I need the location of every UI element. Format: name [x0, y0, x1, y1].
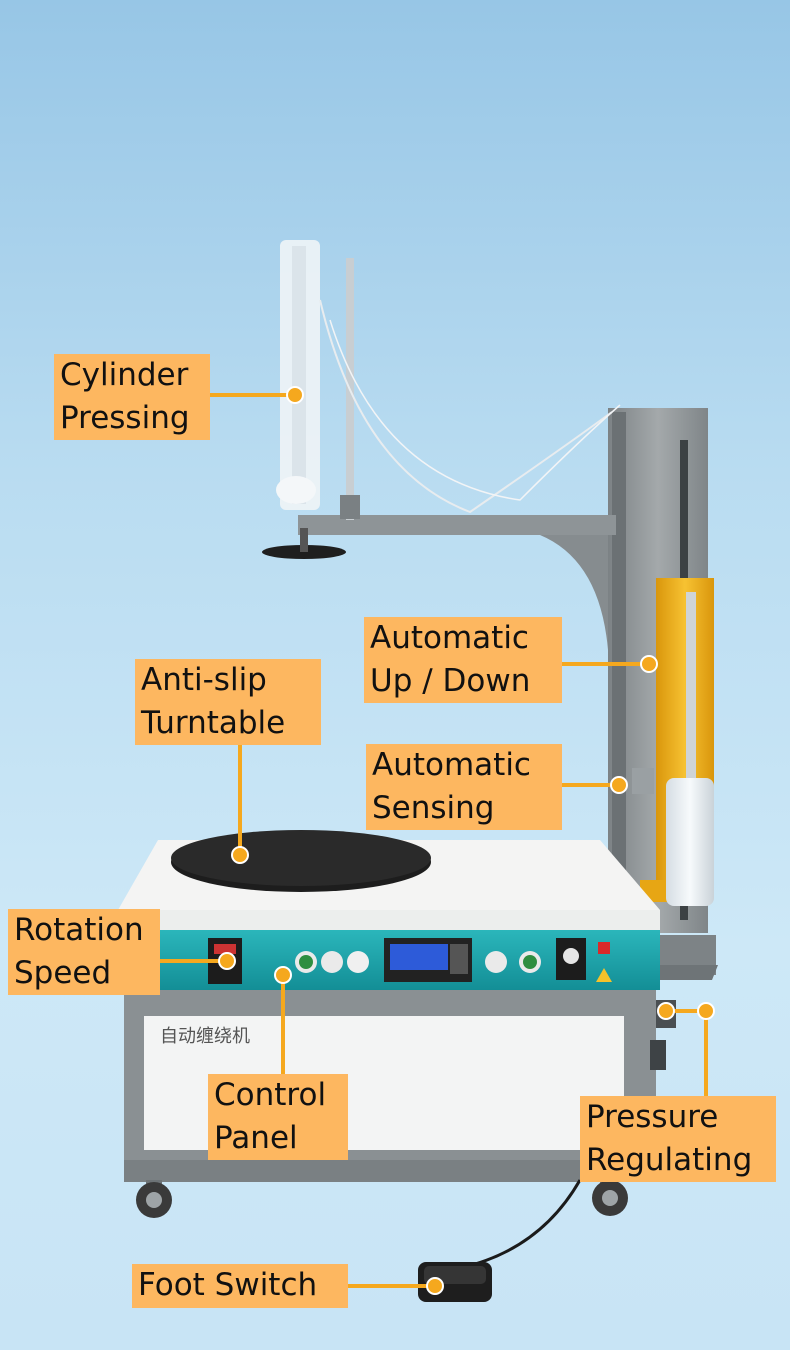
label-automatic-sensing: Automatic Sensing — [366, 744, 562, 830]
bubble-wrap-roll — [276, 240, 320, 510]
machine-table — [118, 830, 660, 930]
marker-cylinder-pressing — [286, 386, 304, 404]
leader-control-panel — [281, 975, 285, 1078]
machine-cabinet: 自动缠绕机 — [124, 990, 656, 1182]
marker-anti-slip-turntable — [231, 846, 249, 864]
leader-automatic-up-down — [560, 662, 648, 666]
leader-pressure-regulating-v — [704, 1009, 708, 1097]
marker-automatic-up-down — [640, 655, 658, 673]
leader-anti-slip-turntable — [238, 745, 242, 853]
marker-rotation-speed — [218, 952, 236, 970]
marker-control-panel — [274, 966, 292, 984]
marker-pressure-regulating-b — [697, 1002, 715, 1020]
label-automatic-up-down: Automatic Up / Down — [364, 617, 562, 703]
leader-rotation-speed — [158, 959, 226, 963]
casters — [136, 1180, 628, 1218]
label-control-panel: Control Panel — [208, 1074, 348, 1160]
label-pressure-regulating: Pressure Regulating — [580, 1096, 776, 1182]
marker-foot-switch — [426, 1277, 444, 1295]
label-foot-switch: Foot Switch — [132, 1264, 348, 1308]
leader-foot-switch — [346, 1284, 432, 1288]
marker-pressure-regulating-a — [657, 1002, 675, 1020]
brand-text: 自动缠绕机 — [160, 1026, 250, 1047]
label-rotation-speed: Rotation Speed — [8, 909, 160, 995]
leader-cylinder-pressing — [208, 393, 294, 397]
film-carriage — [632, 578, 714, 906]
label-cylinder-pressing: Cylinder Pressing — [54, 354, 210, 440]
label-anti-slip-turntable: Anti-slip Turntable — [135, 659, 321, 745]
leader-automatic-sensing — [560, 783, 618, 787]
marker-automatic-sensing — [610, 776, 628, 794]
leader-pressure-regulating-h — [664, 1009, 706, 1013]
